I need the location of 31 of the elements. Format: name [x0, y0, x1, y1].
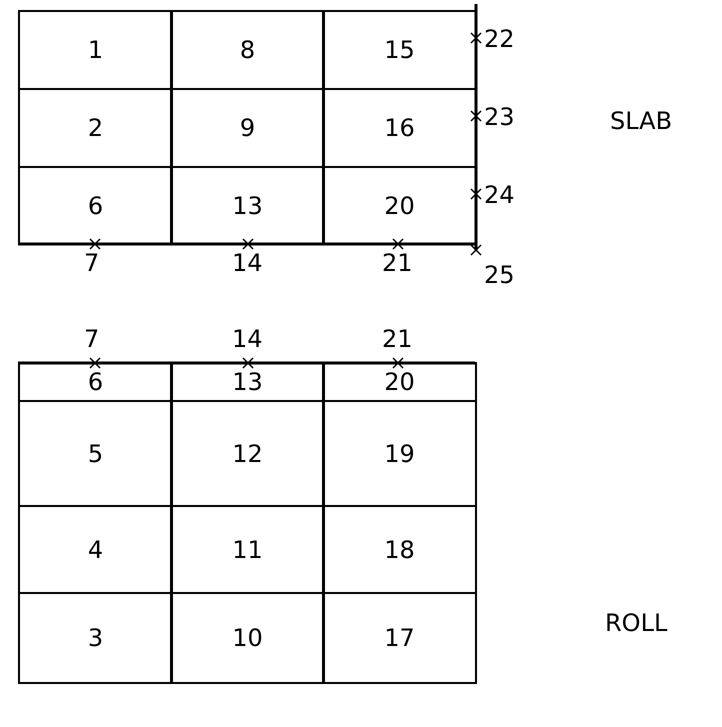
grid-cell: 2 — [18, 88, 173, 168]
point-number: 23 — [484, 104, 515, 130]
point-number: 21 — [382, 250, 413, 276]
grid-cell: 15 — [322, 10, 477, 90]
grid-cell: 6 — [18, 166, 173, 245]
grid-cell: 8 — [170, 10, 325, 90]
grid-cell: 9 — [170, 88, 325, 168]
grid-cell: 13 — [170, 166, 325, 245]
grid-cell: 3 — [18, 592, 173, 684]
point-number: 22 — [484, 26, 515, 52]
section-label: SLAB — [610, 108, 672, 134]
grid-cell: 19 — [322, 400, 477, 507]
section-label: ROLL — [605, 610, 668, 636]
grid-cell: 5 — [18, 400, 173, 507]
grid-cell: 20 — [322, 362, 477, 402]
point-number: 24 — [484, 182, 515, 208]
point-number: 21 — [382, 326, 413, 352]
grid-cell: 4 — [18, 505, 173, 594]
point-number: 25 — [484, 262, 515, 288]
grid-cell: 6 — [18, 362, 173, 402]
point-number: 14 — [232, 326, 263, 352]
point-number: 7 — [84, 250, 100, 276]
grid-cell: 10 — [170, 592, 325, 684]
grid-cell: 18 — [322, 505, 477, 594]
grid-cell: 17 — [322, 592, 477, 684]
point-number: 14 — [232, 250, 263, 276]
grid-cell: 12 — [170, 400, 325, 507]
grid-cell: 13 — [170, 362, 325, 402]
grid-cell: 11 — [170, 505, 325, 594]
grid-cell: 1 — [18, 10, 173, 90]
point-number: 7 — [84, 326, 100, 352]
